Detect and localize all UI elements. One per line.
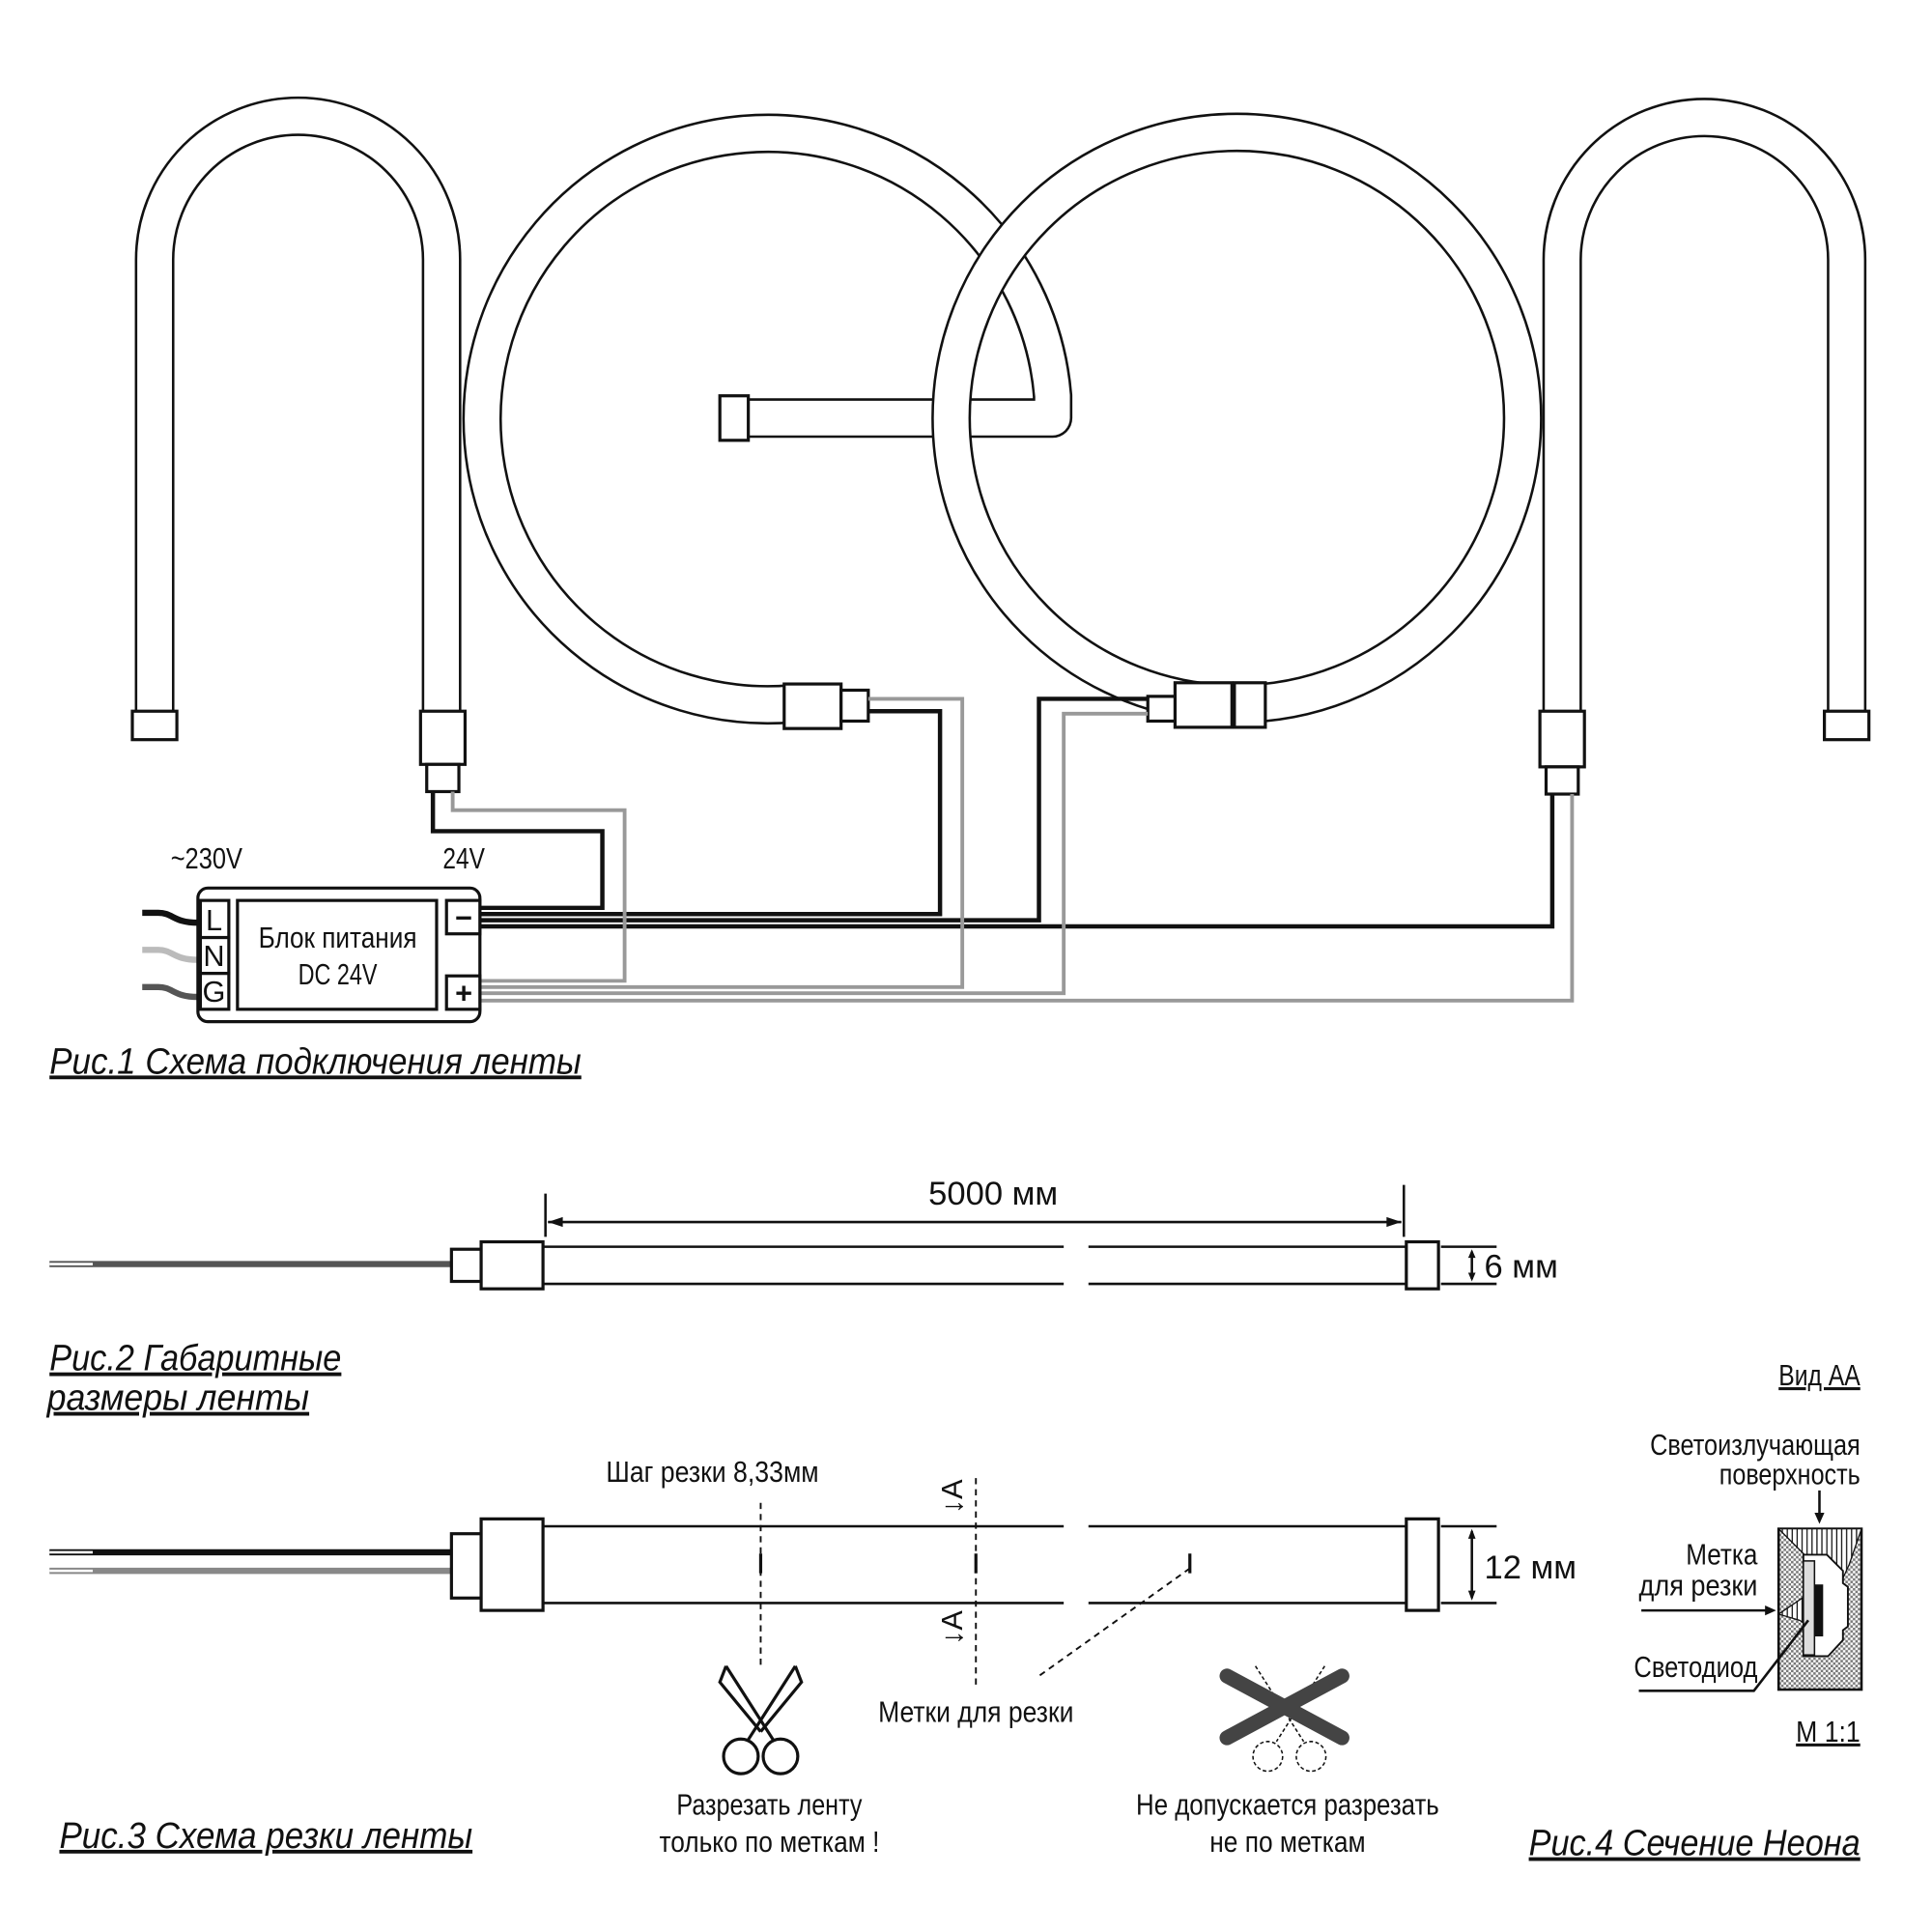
power-supply-unit: L N G − + Блок питания DC 24V <box>196 886 482 1024</box>
psu-title: Блок питания <box>259 921 417 954</box>
output-voltage-label: 24V <box>442 841 485 875</box>
scissors-icon <box>718 1664 804 1776</box>
bad-text-line1: Не допускается разрезать <box>1136 1787 1439 1821</box>
figure-2-dimensions: 5000 мм 6 мм Рис.2 Габаритные размеры ле… <box>46 1176 1558 1419</box>
mark-label-line1: Метка <box>1686 1538 1758 1572</box>
figure-2-caption-line2: размеры ленты <box>46 1378 309 1419</box>
neon-section-drawing <box>1776 1527 1863 1691</box>
terminal-l: L <box>206 903 222 937</box>
view-label: Вид АА <box>1778 1358 1861 1392</box>
scale-label: М 1:1 <box>1796 1715 1861 1748</box>
terminal-plus: + <box>455 976 472 1009</box>
thickness-dimension: 6 мм <box>1484 1249 1557 1286</box>
figure-2-caption-line1: Рис.2 Габаритные <box>49 1338 341 1379</box>
ok-text-line1: Разрезать ленту <box>676 1787 863 1821</box>
neon-tube-loop-1 <box>462 113 1073 725</box>
ok-text-line2: только по меткам ! <box>659 1825 879 1859</box>
led-label: Светодиод <box>1634 1650 1757 1684</box>
end-cap <box>718 394 751 442</box>
neon-tube-left-u <box>134 96 462 718</box>
terminal-minus: − <box>455 900 472 934</box>
figure-3-cutting-scheme: Шаг резки 8,33мм ↓A ↓A 12 мм Метки для р… <box>49 1455 1577 1859</box>
mark-label-line2: для резки <box>1639 1569 1758 1603</box>
psu-subtitle: DC 24V <box>298 957 378 991</box>
surface-label-line1: Светоизлучающая <box>1650 1428 1861 1462</box>
neon-tube-right-u <box>1542 98 1867 718</box>
bad-text-line2: не по меткам <box>1209 1825 1365 1859</box>
crossed-scissors-icon <box>1219 1665 1350 1773</box>
figure-1-connection-scheme: L N G − + Блок питания DC 24V ~230V 24V … <box>49 96 1871 1082</box>
length-dimension: 5000 мм <box>928 1176 1058 1212</box>
figure-4-caption: Рис.4 Сечение Неона <box>1529 1823 1861 1864</box>
terminal-g: G <box>203 975 226 1009</box>
cut-marks-label: Метки для резки <box>878 1694 1073 1728</box>
surface-label-line2: поверхность <box>1719 1457 1861 1491</box>
width-dimension: 12 мм <box>1484 1549 1577 1586</box>
wires-gray <box>450 696 1575 1003</box>
figure-3-caption: Рис.3 Схема резки ленты <box>59 1815 472 1857</box>
figure-4-cross-section: Вид АА Светоизлучающая поверхность Метка… <box>1529 1358 1863 1864</box>
section-mark-bottom: ↓A <box>935 1610 969 1645</box>
input-voltage-label: ~230V <box>171 841 243 875</box>
mains-wires <box>142 909 198 1001</box>
wires-black <box>430 696 1555 929</box>
section-mark-top: ↓A <box>935 1479 969 1514</box>
terminal-n: N <box>203 939 224 973</box>
figure-1-caption: Рис.1 Схема подключения ленты <box>49 1040 582 1082</box>
cut-step-label: Шаг резки 8,33мм <box>606 1455 818 1489</box>
connectors <box>130 681 1871 796</box>
